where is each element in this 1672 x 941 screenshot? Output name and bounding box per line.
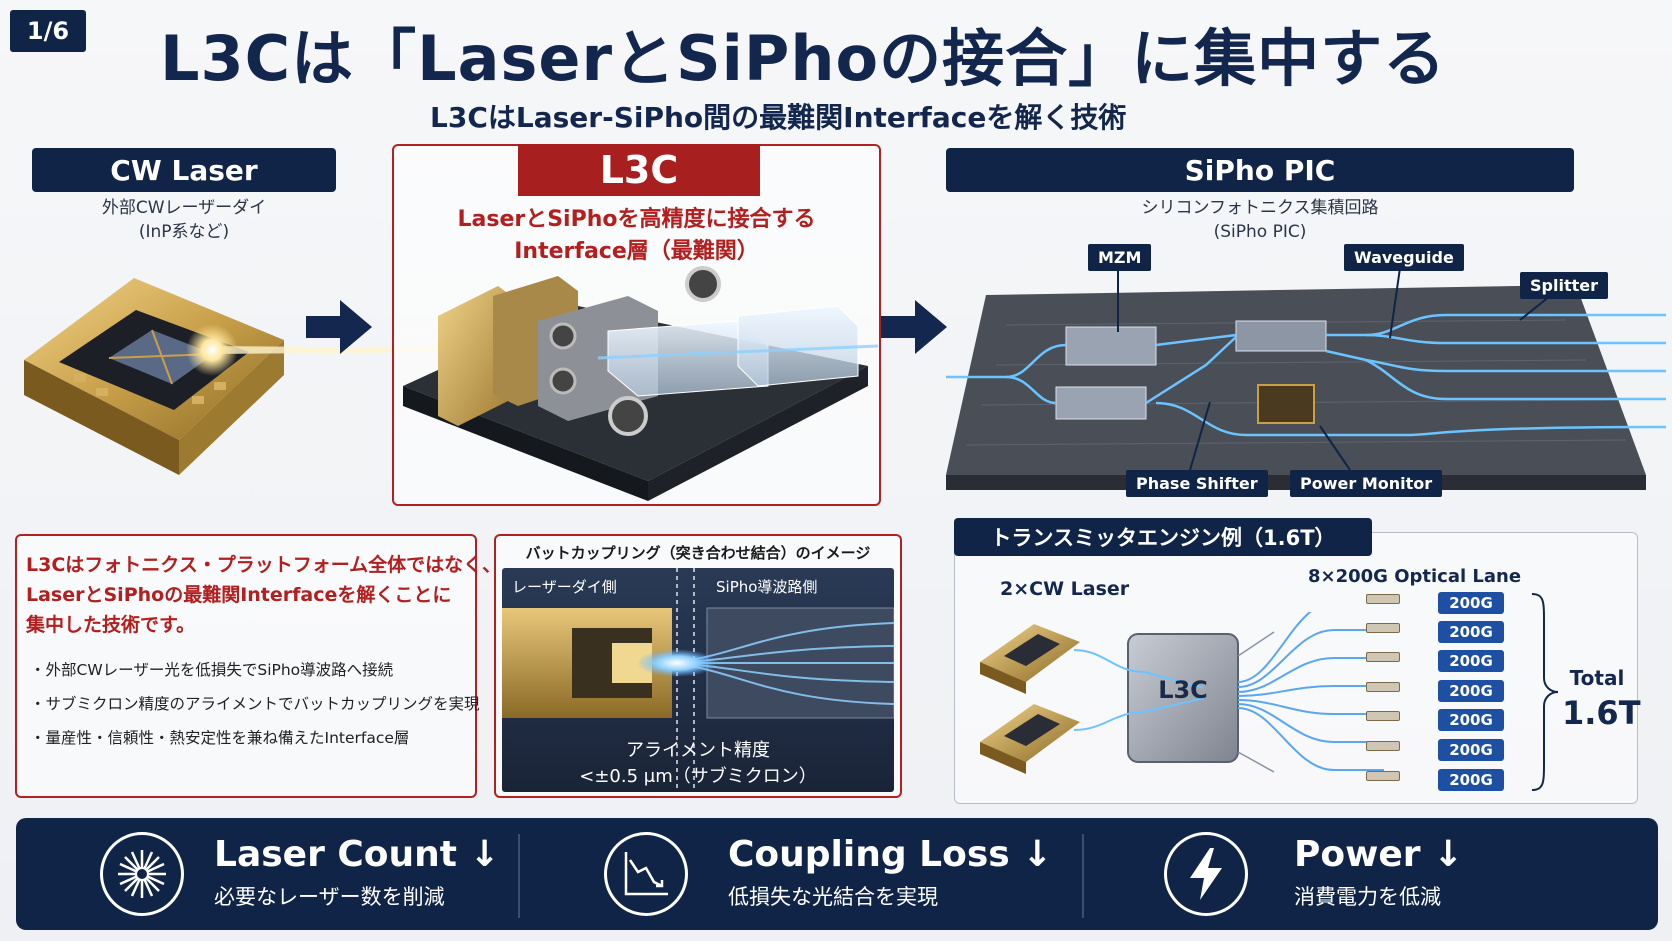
sipho-pic-label: SiPho PIC [946, 148, 1574, 192]
down-arrow-icon: ↓ [1433, 834, 1464, 875]
laser-die-side-label: レーザーダイ側 [512, 578, 617, 596]
waveguide-callout: Waveguide [1344, 244, 1464, 271]
cw-laser-desc-line1: 外部CWレーザーダイ [101, 198, 267, 218]
down-arrow-icon: ↓ [1022, 834, 1053, 875]
butt-coupling-illustration [502, 568, 895, 792]
loss-chart-icon [604, 832, 688, 916]
metric-subtitle: 必要なレーザー数を削減 [214, 885, 445, 909]
alignment-precision-label: アライメント精度 [626, 740, 770, 761]
metric-title: Laser Count [214, 834, 457, 875]
l3c-desc-line1: LaserとSiPhoを高精度に接合する [457, 207, 816, 232]
lane-badge: 200G [1438, 592, 1504, 614]
phase-shifter-callout: Phase Shifter [1126, 470, 1268, 497]
l3c-desc-line2: Interface層（最難関） [514, 239, 759, 264]
power-monitor-callout: Power Monitor [1290, 470, 1443, 497]
arrow-right-icon [306, 300, 372, 354]
l3c-label: L3C [518, 144, 760, 196]
bullet-item: サブミクロン精度のアライメントでバットカップリングを実現 [30, 692, 480, 714]
lane-badge: 200G [1438, 769, 1504, 791]
alignment-precision: アライメント精度 <±0.5 μm（サブミクロン） [502, 738, 894, 790]
butt-coupling-title: バットカップリング（突き合わせ結合）のイメージ [525, 544, 871, 562]
explanation-headline: L3Cはフォトニクス・プラットフォーム全体ではなく、 LaserとSiPhoの最… [26, 550, 501, 640]
cw-laser-desc: 外部CWレーザーダイ (InP系など) [32, 196, 336, 244]
arrow-right-icon [881, 300, 947, 354]
metrics-divider [518, 834, 520, 918]
lane-badge: 200G [1438, 680, 1504, 702]
laser-burst-icon [100, 832, 184, 916]
mzm-callout: MZM [1088, 244, 1152, 271]
cw-laser-desc-line2: (InP系など) [138, 222, 230, 242]
lane-badge: 200G [1438, 621, 1504, 643]
l3c-coupler-illustration [403, 266, 878, 501]
callout-leader-lines [1117, 267, 1551, 471]
lane-badge: 200G [1438, 739, 1504, 761]
transmitter-engine-title: トランスミッタエンジン例（1.6T） [954, 518, 1372, 556]
lightning-bolt-icon [1164, 832, 1248, 916]
optical-lane-label: 8×200G Optical Lane [1308, 566, 1522, 587]
alignment-precision-value: <±0.5 μm（サブミクロン） [579, 766, 817, 787]
lane-connector-icon [1366, 711, 1400, 721]
metric-coupling-loss: Coupling Loss ↓ 低損失な光結合を実現 [728, 834, 1052, 911]
total-value: 1.6T [1562, 694, 1641, 732]
explanation-headline-line1: L3Cはフォトニクス・プラットフォーム全体ではなく、 [26, 554, 502, 576]
lane-connector-icon [1366, 623, 1400, 633]
lane-connector-icon [1366, 652, 1400, 662]
metrics-divider [1082, 834, 1084, 918]
sipho-desc-line2: (SiPho PIC) [1213, 222, 1307, 242]
total-label: Total [1569, 666, 1625, 690]
metric-laser-count: Laser Count ↓ 必要なレーザー数を削減 [214, 834, 500, 911]
explanation-bullets: 外部CWレーザー光を低損失でSiPho導波路へ接続 サブミクロン精度のアライメン… [30, 658, 480, 760]
total-bracket [1531, 593, 1559, 791]
explanation-headline-line2: LaserとSiPhoの最難関Interfaceを解くことに [26, 584, 452, 606]
metric-power: Power ↓ 消費電力を低減 [1294, 834, 1463, 911]
down-arrow-icon: ↓ [469, 834, 500, 875]
splitter-callout: Splitter [1520, 272, 1608, 299]
engine-l3c-chip-label: L3C [1158, 676, 1208, 704]
l3c-desc: LaserとSiPhoを高精度に接合する Interface層（最難関） [392, 204, 881, 268]
metric-title: Power [1294, 834, 1421, 875]
butt-coupling-image [502, 568, 895, 792]
two-cw-laser-label: 2×CW Laser [1000, 578, 1130, 600]
explanation-headline-line3: 集中した技術です。 [26, 614, 196, 636]
bullet-item: 外部CWレーザー光を低損失でSiPho導波路へ接続 [30, 658, 480, 680]
lane-connector-icon [1366, 682, 1400, 692]
sipho-desc-line1: シリコンフォトニクス集積回路 [1141, 198, 1379, 218]
lane-badge: 200G [1438, 650, 1504, 672]
sipho-waveguide-side-label: SiPho導波路側 [716, 578, 818, 596]
metrics-bar [16, 818, 1658, 930]
lane-connector-icon [1366, 594, 1400, 604]
lane-connector-icon [1366, 771, 1400, 781]
cw-laser-label: CW Laser [32, 148, 336, 192]
page-number-badge: 1/6 [10, 10, 86, 52]
page-title: L3Cは「LaserとSiPhoの接合」に集中する [160, 22, 1447, 95]
page-subtitle: L3CはLaser-SiPho間の最難関Interfaceを解く技術 [430, 101, 1127, 134]
sipho-desc: シリコンフォトニクス集積回路 (SiPho PIC) [946, 196, 1574, 244]
metric-subtitle: 低損失な光結合を実現 [728, 885, 938, 909]
lane-badge: 200G [1438, 709, 1504, 731]
metric-title: Coupling Loss [728, 834, 1010, 875]
laser-die-illustration [24, 278, 454, 475]
transmitter-engine-illustration [980, 612, 1384, 774]
metric-subtitle: 消費電力を低減 [1294, 885, 1441, 909]
lane-connector-icon [1366, 741, 1400, 751]
bullet-item: 量産性・信頼性・熱安定性を兼ね備えたInterface層 [30, 726, 480, 748]
